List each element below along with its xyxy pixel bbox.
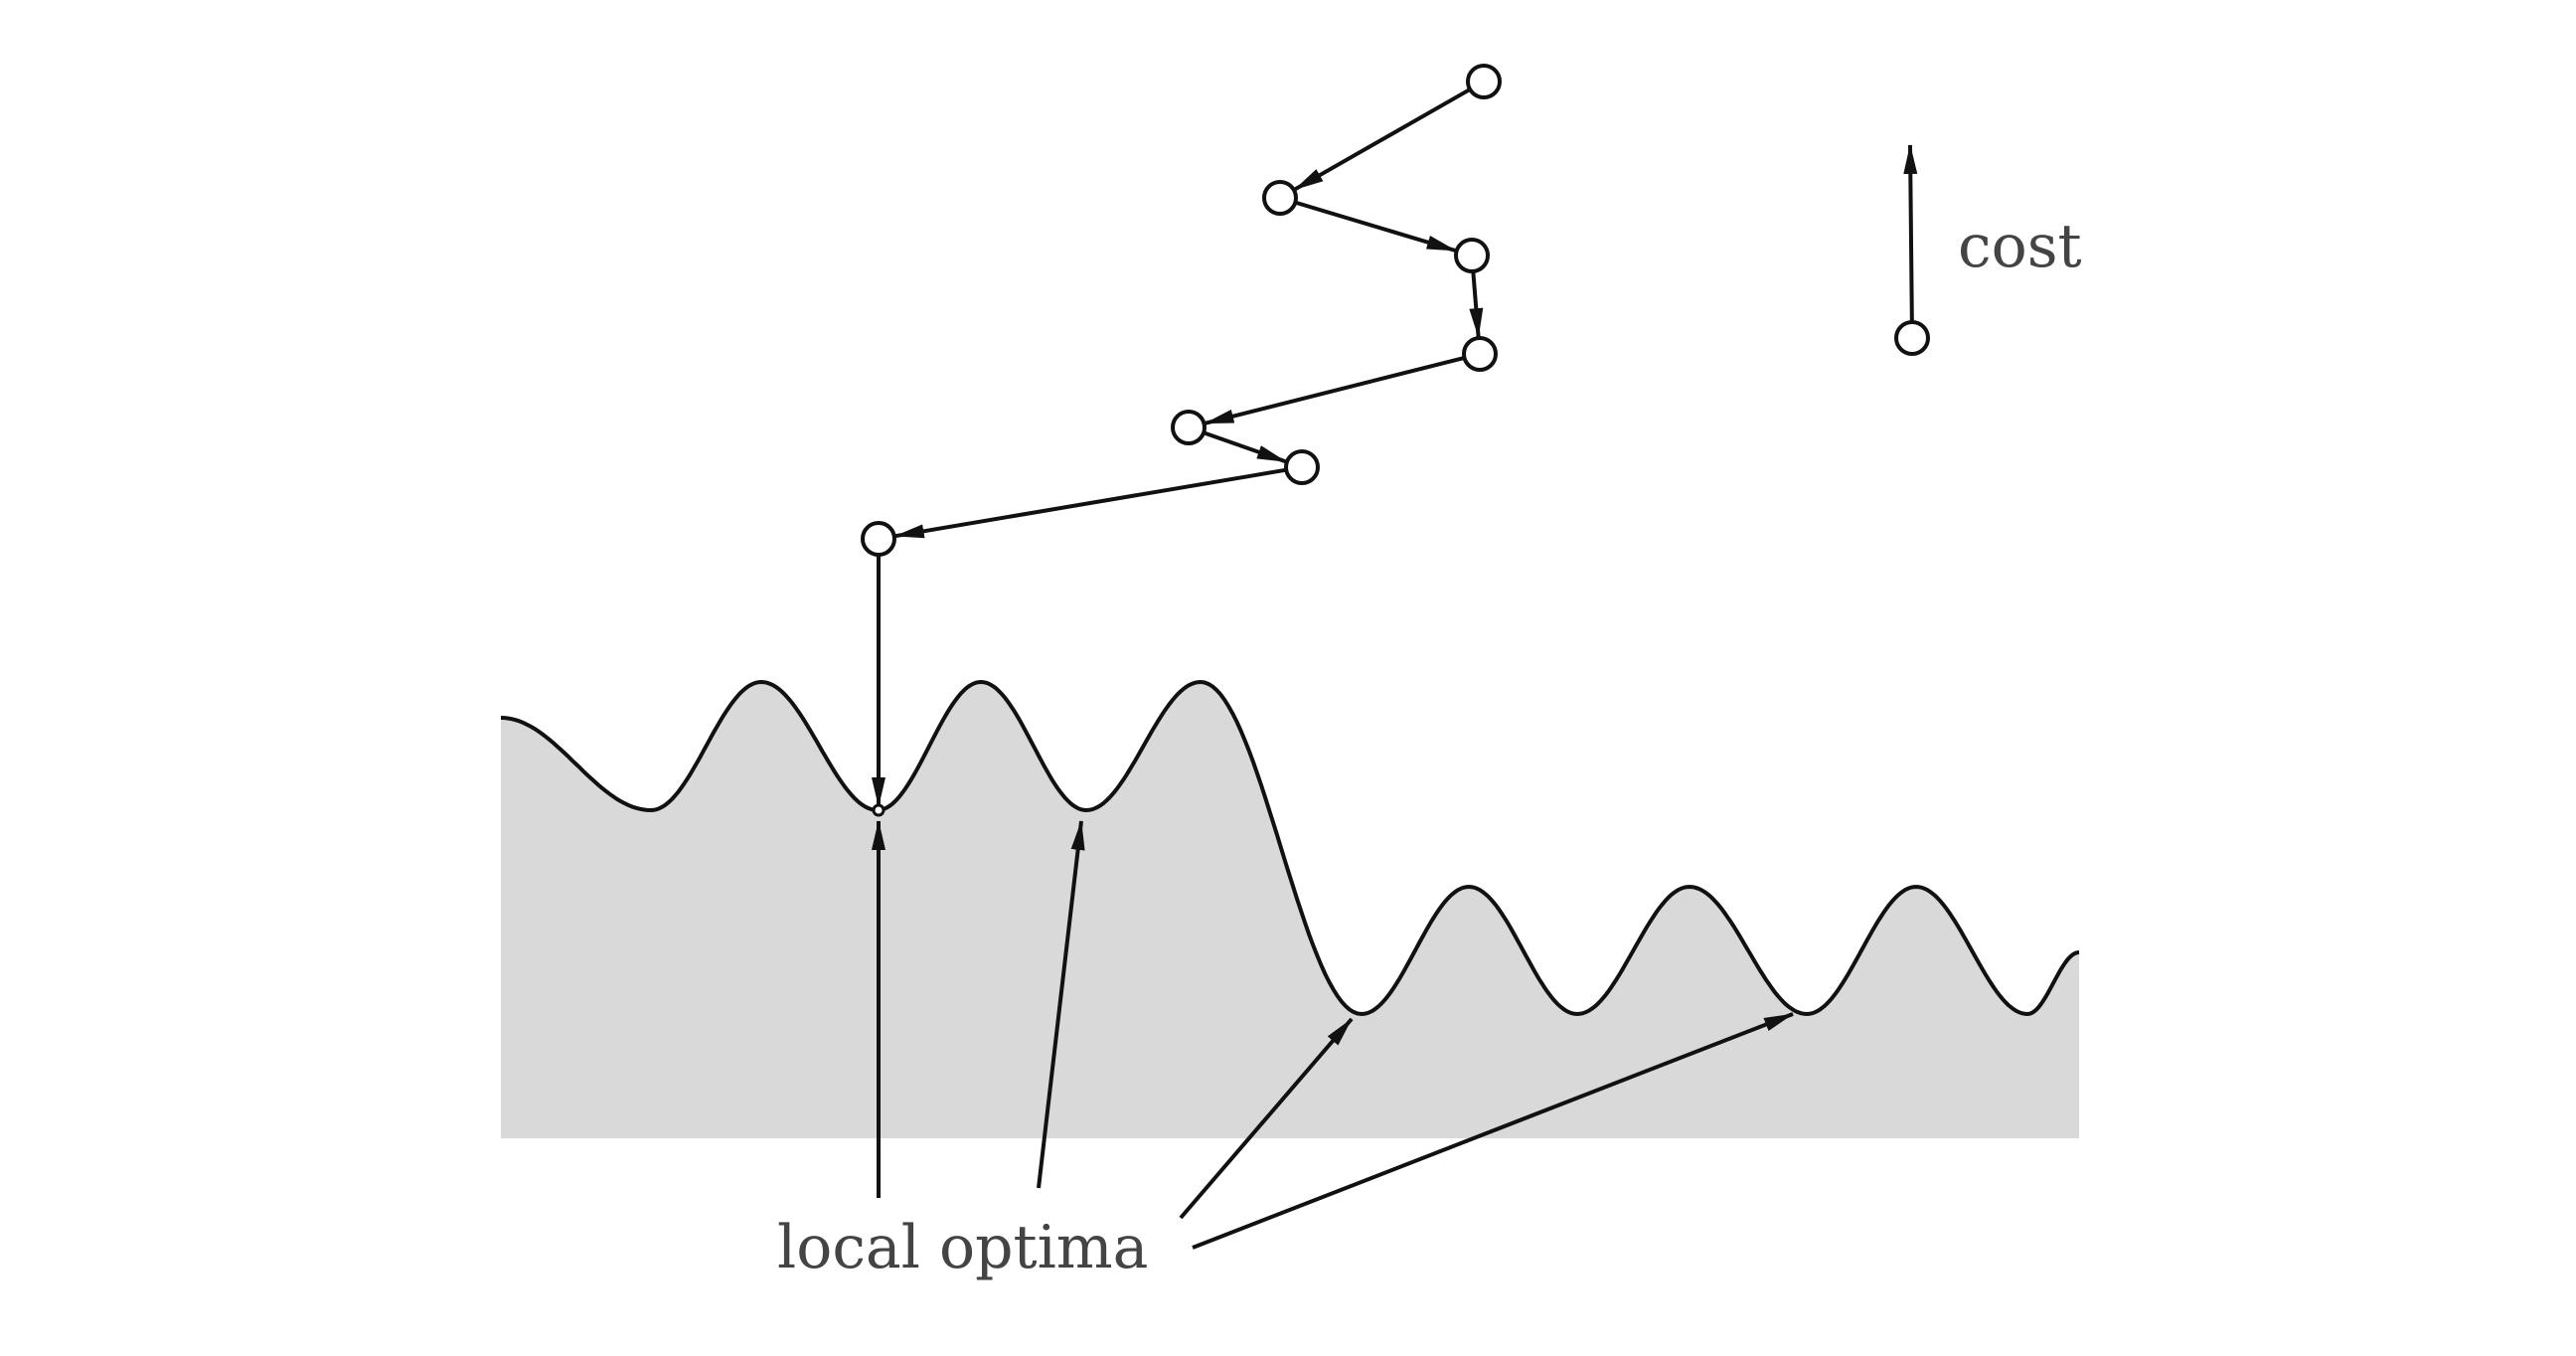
trajectory-node bbox=[861, 521, 896, 557]
local-optima-arrows bbox=[872, 820, 1794, 1250]
search-trajectory bbox=[861, 64, 1502, 817]
cost-legend-node bbox=[1894, 320, 1930, 356]
trajectory-end-node bbox=[872, 803, 886, 817]
trajectory-node bbox=[1284, 449, 1320, 485]
local-optima-label: local optima bbox=[777, 1213, 1148, 1282]
cost-landscape-curve bbox=[500, 679, 2080, 1017]
trajectory-node bbox=[1466, 64, 1502, 99]
local-optimum-pointer-arrow bbox=[1037, 820, 1085, 1189]
trajectory-node bbox=[1171, 410, 1207, 445]
local-optimum-pointer-arrow bbox=[1192, 1012, 1794, 1250]
cost-axis-arrow bbox=[1903, 144, 1918, 339]
trajectory-step-arrow bbox=[1293, 87, 1472, 192]
trajectory-node bbox=[1454, 238, 1490, 273]
trajectory-node bbox=[1462, 336, 1498, 372]
trajectory-step-arrow bbox=[893, 467, 1287, 539]
trajectory-step-arrow bbox=[1294, 200, 1457, 254]
cost-label: cost bbox=[1958, 212, 2082, 281]
local-optimum-pointer-arrow bbox=[1179, 1017, 1354, 1220]
trajectory-node bbox=[1262, 180, 1298, 216]
trajectory-step-arrow bbox=[1203, 430, 1287, 464]
trajectory-step-arrow bbox=[1469, 270, 1484, 339]
trajectory-step-arrow bbox=[1204, 355, 1465, 425]
cost-landscape-area bbox=[501, 682, 2079, 1138]
